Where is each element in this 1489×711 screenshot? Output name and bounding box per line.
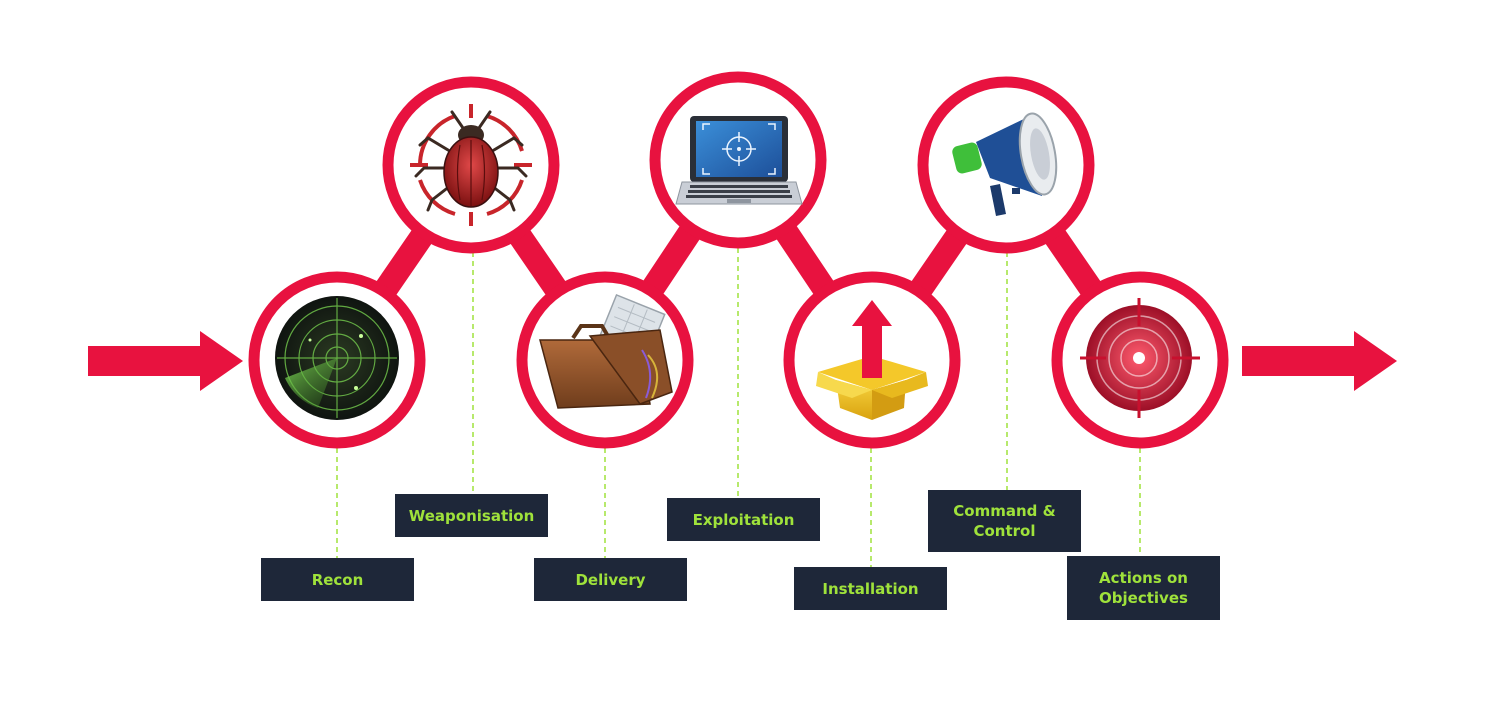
megaphone-icon — [952, 112, 1058, 216]
label-text: Exploitation — [692, 510, 795, 529]
label-text: Weaponisation — [408, 506, 535, 525]
laptop-target-icon — [675, 116, 803, 205]
bug-target-icon — [410, 104, 532, 226]
label-text-line-2: Objectives — [1099, 589, 1188, 607]
stage-label-installation: Installation — [794, 567, 947, 610]
box-upload-icon — [816, 300, 928, 420]
crosshair-target-icon — [1080, 298, 1200, 418]
label-text: Delivery — [575, 570, 646, 589]
stage-label-exploitation: Exploitation — [667, 498, 820, 541]
label-text-line-1: Actions on — [1099, 569, 1188, 587]
label-text: Installation — [822, 579, 919, 598]
stage-label-delivery: Delivery — [534, 558, 687, 601]
label-text-line-2: Control — [973, 522, 1036, 540]
label-text-line-1: Command & — [953, 502, 1056, 520]
label-text: Recon — [311, 570, 364, 589]
briefcase-icon — [539, 293, 673, 409]
leader-lines — [336, 248, 1141, 567]
stage-label-command-control: Command & Control — [928, 490, 1081, 552]
radar-icon — [275, 296, 399, 420]
entry-arrow — [88, 331, 243, 391]
stage-label-recon: Recon — [261, 558, 414, 601]
stage-label-weaponisation: Weaponisation — [395, 494, 548, 537]
stage-label-actions-objectives: Actions on Objectives — [1067, 556, 1220, 620]
exit-arrow — [1242, 331, 1397, 391]
